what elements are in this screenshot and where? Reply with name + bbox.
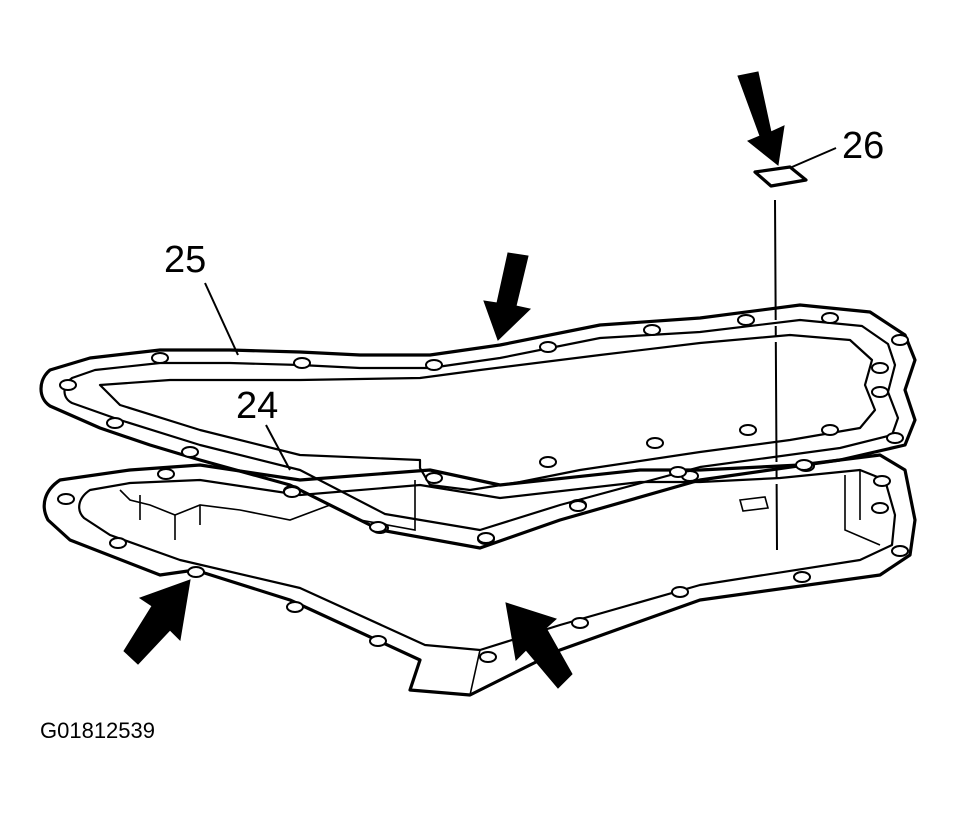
oil-pan <box>42 453 917 697</box>
up-left-arrow-icon <box>505 602 573 689</box>
seal-piece <box>753 165 808 551</box>
figure-id: G01812539 <box>40 718 155 743</box>
callout-25: 25 <box>164 239 206 281</box>
down-arrow-icon <box>737 71 785 166</box>
leader-lines <box>204 147 837 471</box>
down-arrow-icon <box>483 252 532 341</box>
gasket-bolt-holes <box>59 312 909 544</box>
oil-pan-gasket <box>39 303 917 550</box>
arrows <box>123 71 785 689</box>
callout-26: 26 <box>842 125 884 167</box>
callout-24: 24 <box>236 385 278 427</box>
up-right-arrow-icon <box>123 579 191 665</box>
